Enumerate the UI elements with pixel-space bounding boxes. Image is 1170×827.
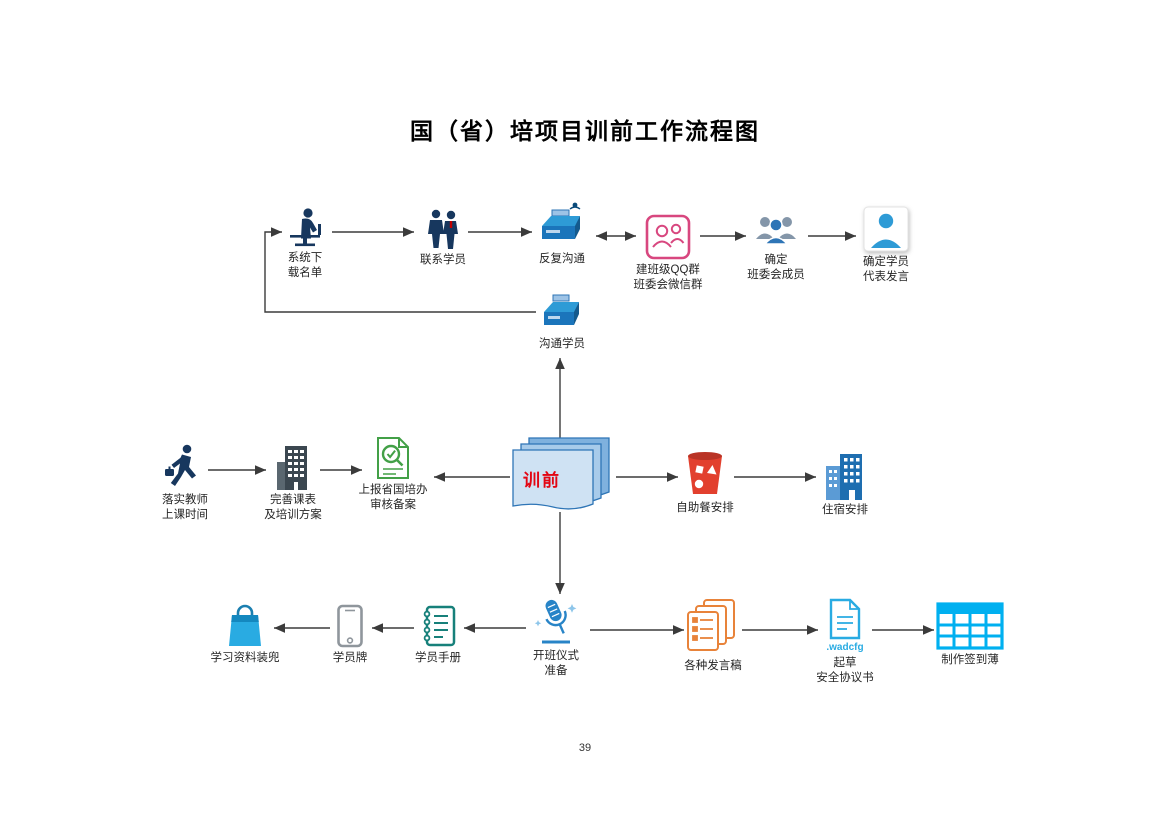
page-title: 国（省）培项目训前工作流程图 bbox=[410, 119, 760, 144]
node-label: 住宿安排 bbox=[822, 504, 868, 516]
node-label: 联系学员 bbox=[420, 254, 466, 266]
node-repeated-communication: 反复沟通 bbox=[507, 201, 617, 267]
node-sign-in-book: 制作签到薄 bbox=[915, 602, 1025, 668]
node-label: 确定学员 代表发言 bbox=[863, 256, 909, 283]
running-person-icon bbox=[163, 444, 207, 490]
audit-check-document-icon bbox=[371, 436, 415, 480]
phone-badge-icon bbox=[336, 604, 364, 648]
node-label: 确定 班委会成员 bbox=[747, 254, 805, 281]
node-materials-bag: 学习资料装兜 bbox=[190, 602, 300, 666]
node-speech-drafts: 各种发言稿 bbox=[658, 598, 768, 674]
node-label: 开班仪式 准备 bbox=[533, 650, 579, 677]
node-buffet: 自助餐安排 bbox=[650, 446, 760, 516]
node-course-plan: 完善课表 及培训方案 bbox=[238, 444, 348, 523]
notebook-icon bbox=[419, 604, 457, 648]
node-communicate-students: 沟通学员 bbox=[507, 290, 617, 352]
node-report-review: 上报省国培办 审核备案 bbox=[338, 436, 448, 513]
node-label: 系统下 载名单 bbox=[287, 252, 323, 279]
microphone-icon bbox=[532, 596, 580, 646]
node-safety-agreement: .wadcfg 起草 安全协议书 bbox=[790, 598, 900, 686]
node-label: 各种发言稿 bbox=[684, 660, 742, 672]
document-stack-icon bbox=[512, 437, 610, 510]
node-label: 上报省国培办 审核备案 bbox=[358, 484, 428, 511]
fax-machine-icon bbox=[537, 201, 587, 249]
node-qq-group: 建班级QQ群 班委会微信群 bbox=[613, 214, 723, 293]
person-bust-icon bbox=[863, 206, 909, 252]
node-label: 学习资料装兜 bbox=[210, 652, 280, 664]
node-label: 制作签到薄 bbox=[941, 654, 999, 666]
node-student-badge: 学员牌 bbox=[295, 604, 405, 666]
pre-training-label: 训前 bbox=[523, 471, 561, 490]
node-contact-students: 联系学员 bbox=[388, 208, 498, 268]
person-at-desk-icon bbox=[282, 206, 328, 248]
node-label: 学员牌 bbox=[332, 652, 368, 664]
node-label: 落实教师 上课时间 bbox=[162, 494, 208, 521]
node-label: 学员手册 bbox=[415, 652, 461, 664]
node-label: 沟通学员 bbox=[539, 338, 585, 350]
node-label: 完善课表 及培训方案 bbox=[264, 494, 322, 521]
telephone-icon bbox=[539, 290, 585, 334]
node-opening-ceremony: 开班仪式 准备 bbox=[501, 596, 611, 679]
node-label: 起草 安全协议书 bbox=[816, 657, 874, 684]
page-number: 39 bbox=[578, 742, 592, 754]
node-pre-training-center: 训前 bbox=[505, 436, 617, 514]
spreadsheet-table-icon bbox=[936, 602, 1004, 650]
node-accommodation: 住宿安排 bbox=[790, 450, 900, 518]
two-people-icon bbox=[422, 208, 464, 250]
food-bucket-icon bbox=[679, 446, 731, 498]
node-committee-members: 确定 班委会成员 bbox=[721, 212, 831, 283]
node-teacher-schedule: 落实教师 上课时间 bbox=[130, 444, 240, 523]
config-file-text: .wadcfg bbox=[826, 642, 864, 653]
building-icon bbox=[275, 444, 311, 490]
hotel-buildings-icon bbox=[822, 450, 868, 500]
stacked-documents-icon bbox=[686, 598, 740, 656]
people-group-icon bbox=[751, 212, 801, 250]
node-label: 自助餐安排 bbox=[676, 502, 734, 514]
node-student-rep-speech: 确定学员 代表发言 bbox=[831, 206, 941, 285]
node-label: 建班级QQ群 班委会微信群 bbox=[633, 264, 703, 291]
node-label: 反复沟通 bbox=[539, 253, 585, 265]
group-chat-icon bbox=[645, 214, 691, 260]
node-student-handbook: 学员手册 bbox=[383, 604, 493, 666]
shopping-bag-icon bbox=[224, 602, 266, 648]
config-document-icon bbox=[827, 598, 863, 640]
node-system-download: 系统下 载名单 bbox=[250, 206, 360, 281]
